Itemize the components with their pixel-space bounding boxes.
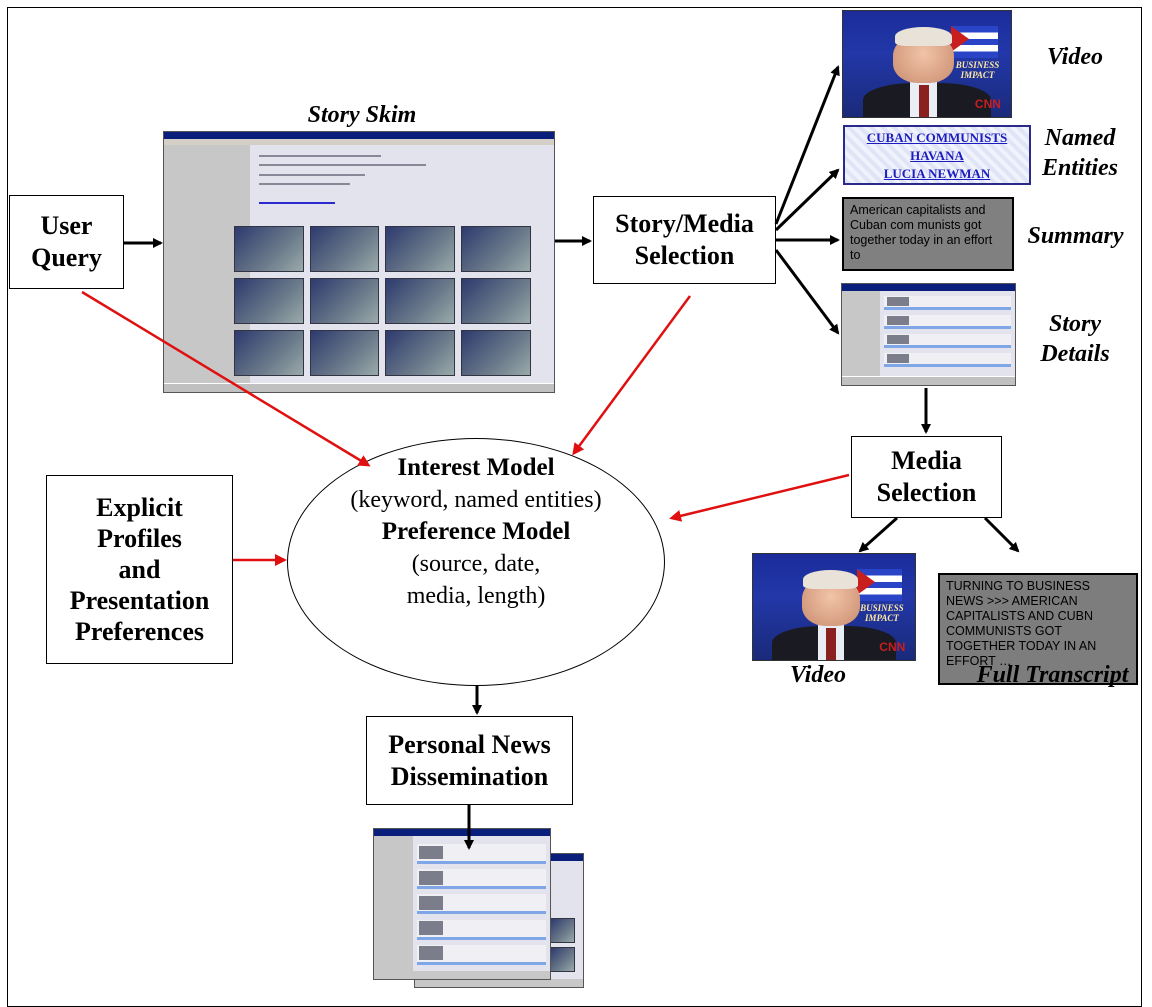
flag-icon xyxy=(950,25,998,58)
story-skim-screenshot xyxy=(163,131,555,393)
red-arrow-selection-to-model xyxy=(572,295,692,456)
named-entities-panel: CUBAN COMMUNISTS HAVANA LUCIA NEWMAN xyxy=(843,125,1031,185)
story-details-label: Story Details xyxy=(1040,311,1110,367)
preference-model-title: Preference Model xyxy=(381,518,571,545)
user-model-text: Interest Model (keyword, named entities)… xyxy=(287,452,665,612)
summary-label: Summary xyxy=(1027,223,1124,249)
story-media-line1: Story/Media xyxy=(615,209,754,238)
entity-1: CUBAN COMMUNISTS xyxy=(866,130,1008,145)
video-top-label: Video xyxy=(1046,44,1103,70)
arrow-media-to-transcript xyxy=(983,516,1020,553)
video-bottom-label: Video xyxy=(789,662,846,688)
story-media-line2: Selection xyxy=(634,241,735,270)
story-media-selection-box: Story/Media Selection xyxy=(593,196,776,284)
flag-icon xyxy=(856,568,903,601)
dissemination-screenshot-front xyxy=(373,828,551,980)
explicit-profiles-line5: Preferences xyxy=(75,617,204,646)
personal-news-line2: Dissemination xyxy=(390,761,549,791)
explicit-profiles-line4: Presentation xyxy=(69,586,210,615)
arrow-to-video xyxy=(774,65,840,225)
personal-news-line1: Personal News xyxy=(388,729,551,759)
entity-3: LUCIA NEWMAN xyxy=(883,166,991,181)
named-entities-label: Named Entities xyxy=(1041,125,1119,181)
arrow-to-entities xyxy=(774,168,840,232)
explicit-profiles-line3: and xyxy=(118,555,161,584)
media-selection-line1: Media xyxy=(891,446,962,475)
interest-model-detail: (keyword, named entities) xyxy=(350,487,602,513)
user-query-line2: Query xyxy=(31,243,102,272)
preference-model-detail-1: (source, date, xyxy=(411,551,541,577)
interest-model-title: Interest Model xyxy=(397,454,555,481)
transcript-panel: TURNING TO BUSINESS NEWS >>> AMERICAN CA… xyxy=(938,573,1138,685)
user-model-ellipse xyxy=(287,438,665,686)
explicit-profiles-box: Explicit Profiles and Presentation Prefe… xyxy=(46,475,233,664)
media-selection-line2: Selection xyxy=(876,478,977,507)
summary-panel: American capitalists and Cuban com munis… xyxy=(842,197,1014,271)
explicit-profiles-line1: Explicit xyxy=(96,493,183,522)
story-skim-label: Story Skim xyxy=(307,102,417,128)
arrow-to-details xyxy=(774,249,840,335)
story-details-screenshot xyxy=(841,283,1016,386)
user-query-box: User Query xyxy=(9,195,124,289)
user-query-line1: User xyxy=(40,211,93,240)
arrow-media-to-video xyxy=(858,516,898,553)
full-transcript-label: Full Transcript xyxy=(976,662,1129,688)
preference-model-detail-2: media, length) xyxy=(406,583,546,609)
explicit-profiles-line2: Profiles xyxy=(97,524,182,553)
red-arrow-query-to-model xyxy=(81,290,371,467)
personal-news-box: Personal News Dissemination xyxy=(366,716,573,805)
media-selection-box: Media Selection xyxy=(851,436,1002,518)
red-arrow-media-to-model xyxy=(669,473,850,522)
entity-2: HAVANA xyxy=(910,148,964,163)
